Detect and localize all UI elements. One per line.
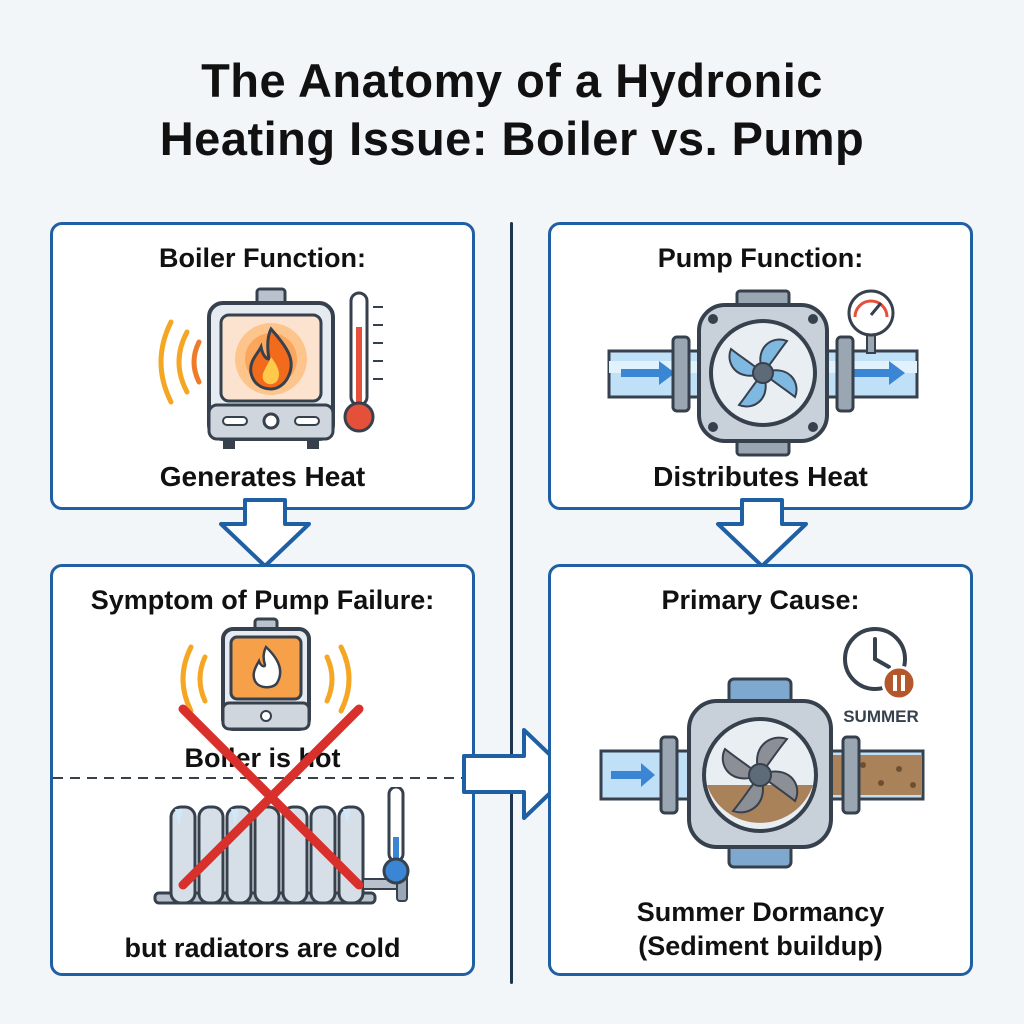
title-line-1: The Anatomy of a Hydronic bbox=[201, 54, 823, 107]
title-line-2: Heating Issue: Boiler vs. Pump bbox=[159, 112, 865, 165]
pressure-gauge-icon bbox=[847, 289, 895, 354]
right-arrow-connector bbox=[462, 728, 572, 820]
dashed-separator bbox=[53, 777, 473, 779]
primary-cause-caption-line-2: (Sediment buildup) bbox=[638, 931, 883, 961]
pump-function-panel: Pump Function: bbox=[548, 222, 973, 510]
symptom-panel: Symptom of Pump Failure: Boiler is hot bbox=[50, 564, 475, 976]
symptom-caption-bottom: but radiators are cold bbox=[124, 933, 401, 963]
boiler-function-heading: Boiler Function: bbox=[159, 243, 366, 273]
summer-badge: SUMMER bbox=[843, 707, 919, 726]
primary-cause-caption: Summer Dormancy (Sediment buildup) bbox=[551, 895, 970, 963]
down-arrow-left bbox=[219, 498, 311, 568]
page-title: The Anatomy of a Hydronic Heating Issue:… bbox=[0, 52, 1024, 168]
pump-function-heading: Pump Function: bbox=[657, 243, 864, 273]
primary-cause-heading: Primary Cause: bbox=[661, 585, 860, 615]
flame-icon bbox=[249, 326, 293, 391]
clock-icon bbox=[843, 627, 917, 701]
symptom-heading: Symptom of Pump Failure: bbox=[90, 585, 435, 615]
flow-arrow-icon bbox=[621, 361, 905, 385]
boiler-function-caption: Generates Heat bbox=[159, 461, 366, 492]
impeller-icon bbox=[728, 338, 798, 408]
down-arrow-right bbox=[716, 498, 808, 568]
clogged-pump-illustration bbox=[599, 677, 925, 869]
thermometer-cold-icon bbox=[382, 787, 410, 885]
flame-icon bbox=[252, 644, 282, 689]
primary-cause-caption-line-1: Summer Dormancy bbox=[636, 897, 885, 927]
boiler-icon bbox=[221, 617, 311, 731]
boiler-illustration bbox=[158, 287, 383, 449]
pause-icon bbox=[881, 665, 917, 701]
flow-arrow-icon bbox=[611, 763, 655, 787]
heat-waves-icon bbox=[180, 644, 352, 714]
center-divider bbox=[510, 222, 513, 984]
thermometer-hot-icon bbox=[343, 291, 383, 433]
red-x-icon bbox=[178, 704, 364, 890]
hot-boiler-illustration bbox=[180, 617, 352, 731]
pump-function-caption: Distributes Heat bbox=[653, 461, 868, 492]
boiler-function-panel: Boiler Function: bbox=[50, 222, 475, 510]
heat-waves-icon bbox=[158, 319, 202, 405]
pump-illustration bbox=[607, 289, 919, 457]
primary-cause-panel: Primary Cause: SUMMER bbox=[548, 564, 973, 976]
clogged-pump-icon bbox=[687, 677, 833, 869]
